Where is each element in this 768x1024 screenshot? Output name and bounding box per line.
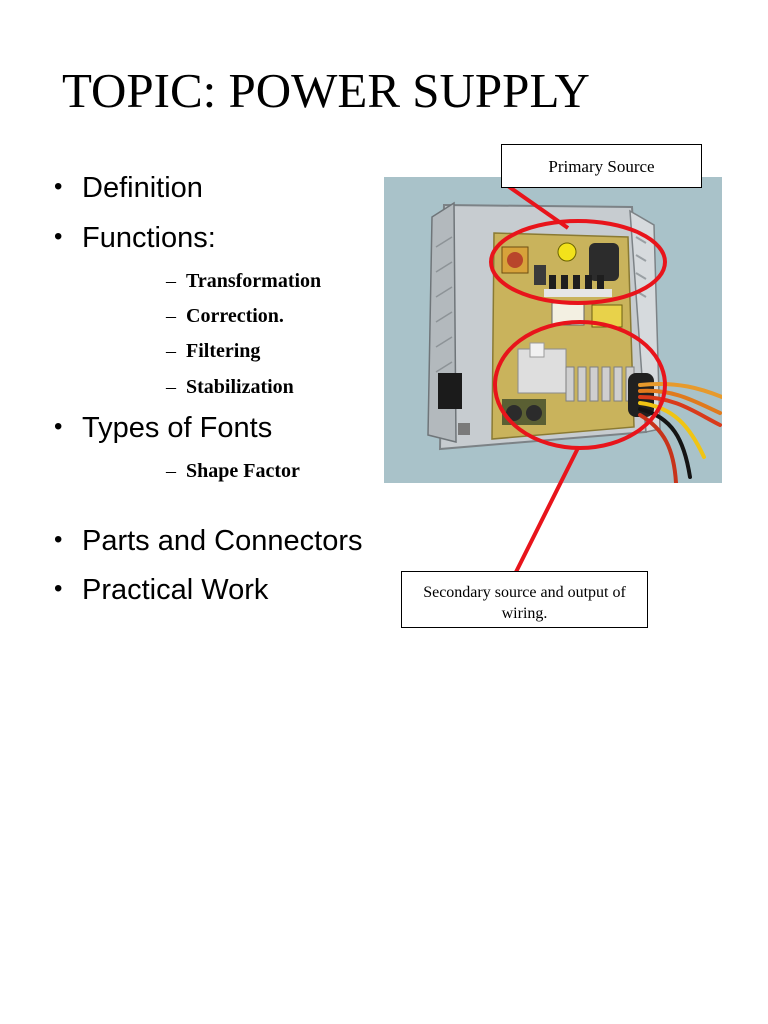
capacitor-2 — [526, 405, 542, 421]
coil — [507, 252, 523, 268]
bullet-text: Parts and Connectors — [82, 525, 363, 557]
sub-item-filtering: –Filtering — [166, 341, 260, 361]
transformer — [591, 304, 623, 328]
bullet-dot: • — [54, 413, 63, 440]
bullet-dot: • — [54, 173, 63, 200]
switch — [458, 423, 470, 435]
sub-item-text: Transformation — [186, 270, 322, 292]
dash-glyph: – — [166, 270, 176, 292]
bullet-dot: • — [54, 526, 63, 553]
bullet-dot: • — [54, 575, 63, 602]
transformer-label — [551, 302, 585, 326]
sub-item-text: Filtering — [186, 340, 261, 362]
sub-item-text: Correction. — [186, 305, 284, 327]
sub-item-transformation: –Transformation — [166, 271, 321, 291]
fan-grill — [435, 236, 453, 373]
dash-glyph: – — [166, 340, 176, 362]
callout-primary-source: Primary Source — [501, 144, 702, 188]
sub-item-correction: –Correction. — [166, 306, 284, 326]
ac-inlet — [438, 373, 462, 409]
sub-item-text: Shape Factor — [186, 460, 300, 482]
bullet-dot: • — [54, 223, 63, 250]
dash-glyph: – — [166, 376, 176, 398]
bullet-text: Functions: — [82, 222, 216, 254]
bullet-parts-and-connectors: • Parts and Connectors — [54, 527, 362, 556]
callout-secondary-source: Secondary source and output of wiring. — [401, 571, 648, 628]
bullet-text: Types of Fonts — [82, 412, 273, 444]
sub-item-stabilization: –Stabilization — [166, 377, 294, 397]
bullet-functions: • Functions: — [54, 224, 216, 253]
small-capacitor — [534, 265, 546, 285]
yellow-capacitor — [557, 242, 577, 262]
sub-item-text: Stabilization — [186, 376, 294, 398]
bullet-text: Practical Work — [82, 574, 269, 606]
bullet-types-of-fonts: • Types of Fonts — [54, 414, 272, 443]
dash-glyph: – — [166, 305, 176, 327]
bullet-text: Definition — [82, 172, 203, 204]
power-supply-photo — [384, 177, 722, 483]
dash-glyph: – — [166, 460, 176, 482]
heatsink-top — [544, 289, 612, 297]
bullet-definition: • Definition — [54, 174, 203, 203]
capacitor-1 — [506, 405, 522, 421]
slide-title: TOPIC: POWER SUPPLY — [62, 63, 590, 118]
bullet-practical-work: • Practical Work — [54, 576, 268, 605]
heatsink-clip — [529, 342, 545, 358]
sub-item-shape-factor: –Shape Factor — [166, 461, 300, 481]
